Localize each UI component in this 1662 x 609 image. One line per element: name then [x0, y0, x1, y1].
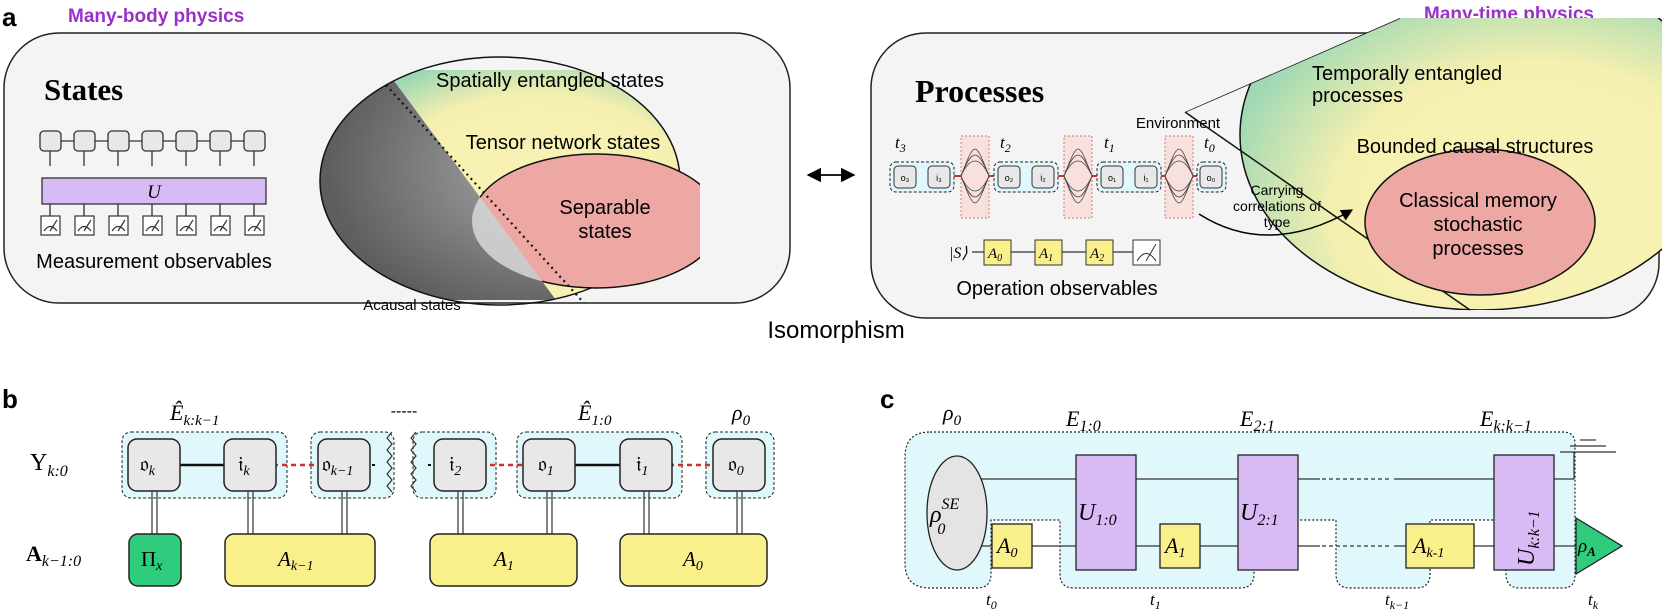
channel-2-1: E2:1 [1239, 406, 1275, 435]
panel-b-op-labels: Πx Ak−1 A1 A0 [141, 547, 703, 574]
op-label-a0: A0 [987, 246, 1002, 264]
time-label-t2: t2 [1000, 133, 1011, 155]
channel-label-k: Êk:k−1 [169, 400, 219, 429]
node-o-0: 𝔬0 [728, 452, 744, 479]
panel-c-unitaries [1075, 454, 1555, 571]
node-i-2: 𝔦2 [449, 452, 461, 479]
time-c-t1: t1 [1150, 590, 1161, 609]
carrying-label-3: type [1264, 214, 1291, 230]
states-venn [319, 56, 700, 306]
mini-node: o₀ [1207, 173, 1216, 183]
mini-node: o₂ [1005, 173, 1014, 183]
tensor-network-label: Tensor network states [466, 132, 661, 154]
carrying-label-2: correlations of [1233, 198, 1321, 214]
time-c-tk: tk [1588, 590, 1599, 609]
op-label-a1: A1 [1038, 246, 1053, 264]
op-a-1: A1 [492, 547, 514, 574]
processes-venn [1184, 18, 1662, 311]
op-c-a1: A1 [1163, 533, 1185, 561]
channel-1-0: E1:0 [1065, 406, 1101, 435]
node-i-1: 𝔦1 [636, 452, 648, 479]
operation-sequence [972, 239, 1161, 266]
unitary-label: U [147, 182, 162, 203]
mini-node: i₂ [1040, 173, 1046, 183]
classical-memory-label: Classical memory [1399, 190, 1557, 212]
panel-c-letter: c [880, 384, 894, 414]
op-a-0: A0 [681, 547, 703, 574]
op-c-akm1: Ak-1 [1411, 533, 1444, 561]
mini-node: o₃ [901, 173, 910, 183]
panel-b-operations [128, 533, 768, 587]
rho0-top: ρ0 [942, 400, 962, 429]
mini-node: i₁ [1143, 173, 1148, 183]
panel-c-op-labels: A0 A1 Ak-1 [995, 533, 1444, 561]
process-time-labels: t3 t2 t1 t0 [895, 133, 1215, 155]
separable-label: Separable [559, 197, 650, 219]
operation-labels: A0 A1 A2 [987, 246, 1104, 264]
mini-node: i₃ [936, 173, 942, 183]
op-label-a2: A2 [1089, 246, 1104, 264]
separable-states-label: states [578, 221, 631, 243]
node-i-k: 𝔦k [238, 452, 250, 479]
stochastic-label: stochastic [1434, 214, 1523, 236]
unitary-1-0: U1:0 [1078, 500, 1117, 529]
processes-label: processes [1432, 238, 1523, 260]
environment-label: Environment [1136, 115, 1221, 132]
unitary-2-1: U2:1 [1240, 500, 1279, 529]
bounded-causal-label: Bounded causal structures [1357, 136, 1594, 158]
rho-a-triangle [1575, 516, 1624, 576]
unitary-k: Uk:k−1 [1514, 510, 1543, 566]
panel-c-time-labels: t0 t1 tk−1 tk [986, 590, 1599, 609]
processes-title: Processes [915, 73, 1044, 109]
rho0-label: ρ0 [731, 400, 751, 429]
panel-c-unitary-labels: U1:0 U2:1 Uk:k−1 [1078, 500, 1543, 566]
panel-b-letter: b [2, 384, 18, 414]
panel-c-top-labels: ρ0 E1:0 E2:1 Ek:k−1 [942, 400, 1532, 435]
rho-a-label: ρA [1577, 536, 1596, 559]
panel-b-top-labels: Êk:k−1 Ê1:0 ρ0 [169, 400, 751, 429]
unitary-box [41, 177, 267, 205]
panel-b-chain [121, 431, 775, 534]
isomorphism-label: Isomorphism [767, 317, 904, 344]
measurement-caption: Measurement observables [36, 251, 272, 273]
temporally-entangled-label: Temporally entangled [1312, 63, 1502, 85]
states-title: States [44, 72, 123, 107]
time-label-t1: t1 [1104, 133, 1115, 155]
carrying-arrow [1198, 209, 1354, 236]
channel-k: Ek:k−1 [1479, 406, 1532, 435]
time-label-t0: t0 [1204, 133, 1215, 155]
time-c-tkm1: tk−1 [1385, 590, 1409, 609]
panel-a-letter: a [2, 2, 17, 32]
temporally-entangled-label-2: processes [1312, 85, 1403, 107]
op-a-km1: Ak−1 [276, 547, 314, 574]
panel-c-operations [991, 523, 1475, 569]
process-chain [889, 135, 1227, 219]
many-body-heading: Many-body physics [68, 6, 244, 27]
rho-se-ellipse [926, 455, 988, 571]
operations-label: Ak−1:0 [26, 541, 81, 570]
channel-label-1: Ê1:0 [577, 400, 612, 429]
measurement-meters [40, 215, 265, 236]
node-o-km1: 𝔬k−1 [322, 452, 353, 479]
process-tensor-label: Υk:0 [30, 450, 68, 480]
spatially-entangled-label: Spatially entangled states [436, 70, 664, 92]
panel-b-node-labels: 𝔬k 𝔦k 𝔬k−1 𝔦2 𝔬1 𝔦1 𝔬0 [140, 452, 744, 479]
node-o-1: 𝔬1 [538, 452, 554, 479]
operation-caption: Operation observables [956, 278, 1157, 300]
time-label-t3: t3 [895, 133, 906, 155]
node-o-k: 𝔬k [140, 452, 156, 479]
mini-node: o₁ [1108, 173, 1116, 183]
ket-label: |S⟩ [949, 245, 968, 262]
time-c-t0: t0 [986, 590, 997, 609]
op-pi-x: Πx [141, 547, 163, 574]
op-c-a0: A0 [995, 533, 1017, 561]
acausal-label: Acausal states [363, 297, 461, 314]
panel-b-ellipsis: ----- [391, 403, 418, 420]
tensor-network-mps [39, 130, 266, 216]
process-mini-nodes: o₃ i₃ o₂ i₂ o₁ i₁ o₀ [901, 173, 1216, 183]
carrying-label-1: Carrying [1251, 182, 1304, 198]
